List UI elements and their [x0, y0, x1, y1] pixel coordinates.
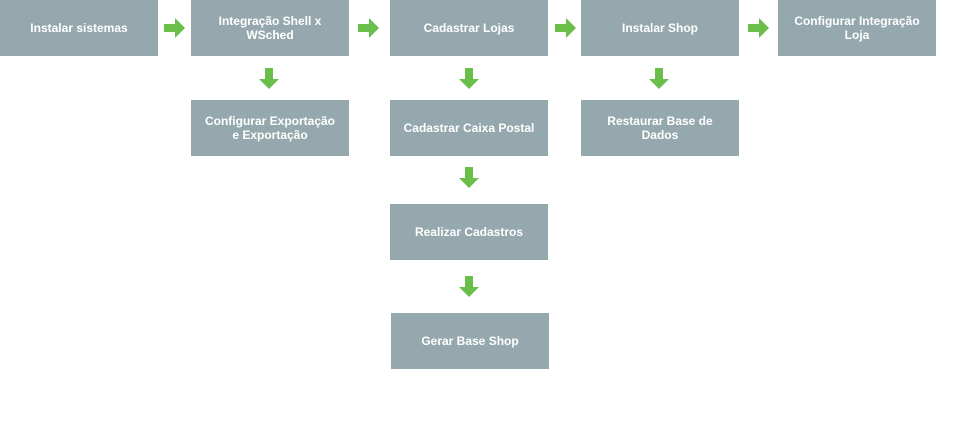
- arrow-down-icon: [258, 68, 280, 90]
- arrow-down-icon: [648, 68, 670, 90]
- step-gerar-base-shop: Gerar Base Shop: [391, 313, 549, 369]
- arrow-right-icon: [164, 17, 186, 39]
- arrow-down-icon: [458, 167, 480, 189]
- step-cadastrar-lojas: Cadastrar Lojas: [390, 0, 548, 56]
- arrow-down-icon: [458, 68, 480, 90]
- step-instalar-shop: Instalar Shop: [581, 0, 739, 56]
- arrow-right-icon: [555, 17, 577, 39]
- step-configurar-exportacao: Configurar Exportação e Exportação: [191, 100, 349, 156]
- step-integracao-shell-wsched: Integração Shell x WSched: [191, 0, 349, 56]
- arrow-down-icon: [458, 276, 480, 298]
- arrow-right-icon: [748, 17, 770, 39]
- step-instalar-sistemas: Instalar sistemas: [0, 0, 158, 56]
- step-restaurar-base-dados: Restaurar Base de Dados: [581, 100, 739, 156]
- step-configurar-integracao-loja: Configurar Integração Loja: [778, 0, 936, 56]
- step-realizar-cadastros: Realizar Cadastros: [390, 204, 548, 260]
- arrow-right-icon: [358, 17, 380, 39]
- step-cadastrar-caixa-postal: Cadastrar Caixa Postal: [390, 100, 548, 156]
